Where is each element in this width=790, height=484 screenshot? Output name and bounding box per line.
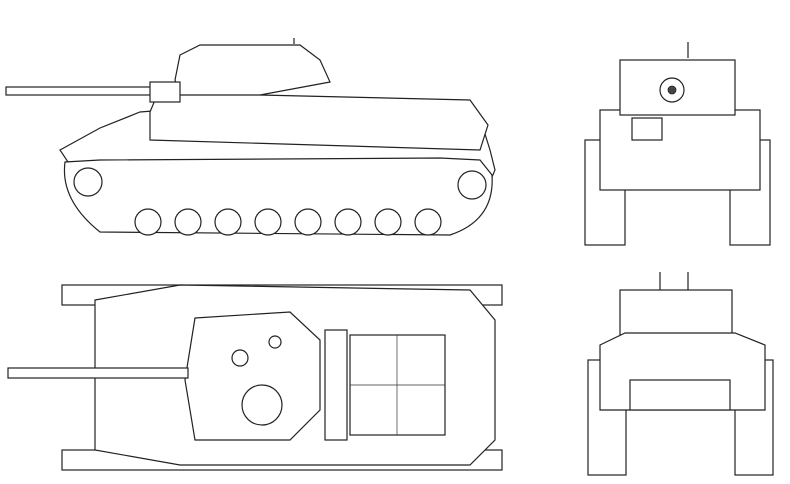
top-gun-barrel bbox=[7, 367, 189, 379]
front-hatch bbox=[631, 117, 663, 141]
rear-view bbox=[587, 272, 774, 476]
rear-plate bbox=[629, 379, 731, 411]
top-commander-cupola bbox=[241, 384, 283, 426]
top-engine-grille bbox=[324, 329, 348, 441]
top-periscope bbox=[231, 349, 249, 367]
side-road-wheels bbox=[73, 167, 487, 236]
front-view bbox=[584, 42, 771, 246]
rear-turret bbox=[619, 289, 733, 336]
side-view bbox=[5, 38, 496, 236]
side-mantlet bbox=[149, 81, 181, 103]
top-view bbox=[7, 284, 503, 471]
front-hull bbox=[599, 109, 761, 191]
top-turret bbox=[184, 311, 321, 441]
side-turret bbox=[174, 44, 331, 96]
